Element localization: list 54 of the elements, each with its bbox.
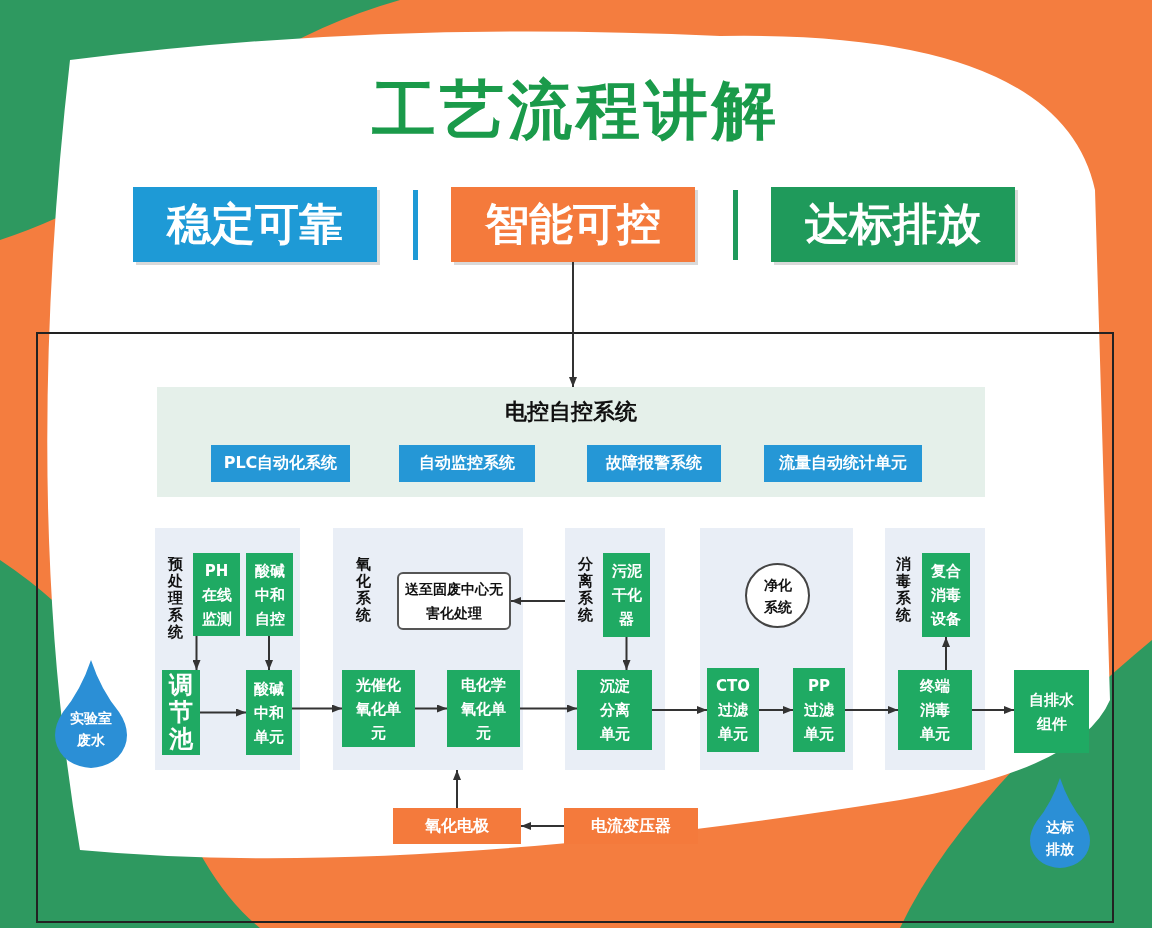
- slogan-box: 稳定可靠: [133, 187, 377, 262]
- water-drop: 实验室废水: [55, 660, 127, 768]
- process-box: 自排水组件: [1014, 670, 1089, 753]
- system-panel: [333, 528, 523, 770]
- title: 工艺流程讲解: [371, 72, 781, 149]
- system-panel: [157, 387, 985, 497]
- system-panel: [885, 528, 985, 770]
- process-box: 复合消毒设备: [922, 553, 970, 637]
- note-box: 送至固废中心无害化处理: [397, 572, 511, 630]
- process-box: 沉淀分离单元: [577, 670, 652, 750]
- slogan-box: 智能可控: [451, 187, 695, 262]
- process-box: PH在线监测: [193, 553, 240, 636]
- arrow: [520, 822, 565, 830]
- system-panel: [155, 528, 300, 770]
- process-box: 电化学氧化单元: [447, 670, 520, 747]
- arrow: [569, 261, 577, 388]
- arrow: [758, 706, 794, 714]
- panel-heading: 分离系统: [578, 556, 594, 624]
- module-box: 故障报警系统: [587, 445, 721, 482]
- process-box: PP过滤单元: [793, 668, 845, 752]
- module-box: 流量自动统计单元: [764, 445, 922, 482]
- slogan-box: 达标排放: [771, 187, 1015, 262]
- process-box: CTO过滤单元: [707, 668, 759, 752]
- arrow: [192, 635, 201, 671]
- arrow: [844, 706, 899, 714]
- module-box: 自动监控系统: [399, 445, 535, 482]
- process-box: 光催化氧化单元: [342, 670, 415, 747]
- arrow: [942, 636, 950, 671]
- module-box: PLC自动化系统: [211, 445, 350, 482]
- process-box: 酸碱中和单元: [246, 670, 292, 755]
- device-box: 氧化电极: [393, 808, 521, 844]
- panel-heading: 电控自控系统: [504, 398, 638, 426]
- arrow: [453, 769, 461, 809]
- panel-heading: 预处理系统: [168, 556, 184, 641]
- arrow: [651, 706, 708, 714]
- process-box: 污泥干化器: [603, 553, 650, 637]
- arrow: [510, 597, 566, 605]
- arrow: [265, 635, 273, 671]
- arrow: [414, 704, 448, 713]
- panel-heading: 消毒系统: [896, 556, 912, 624]
- arrow: [199, 708, 247, 717]
- arrow: [291, 704, 343, 713]
- process-box: 酸碱中和自控: [246, 553, 293, 636]
- arrow: [971, 706, 1015, 714]
- system-circle: 净化系统: [745, 563, 810, 628]
- water-drop: 达标排放: [1030, 778, 1090, 868]
- process-box: 调节池: [162, 670, 200, 755]
- system-panel: [700, 528, 853, 770]
- process-box: 终端消毒单元: [898, 670, 972, 750]
- arrow: [519, 704, 578, 713]
- system-panel: [565, 528, 665, 770]
- panel-heading: 氧化系统: [356, 556, 372, 624]
- device-box: 电流变压器: [564, 808, 698, 844]
- arrow: [622, 636, 631, 671]
